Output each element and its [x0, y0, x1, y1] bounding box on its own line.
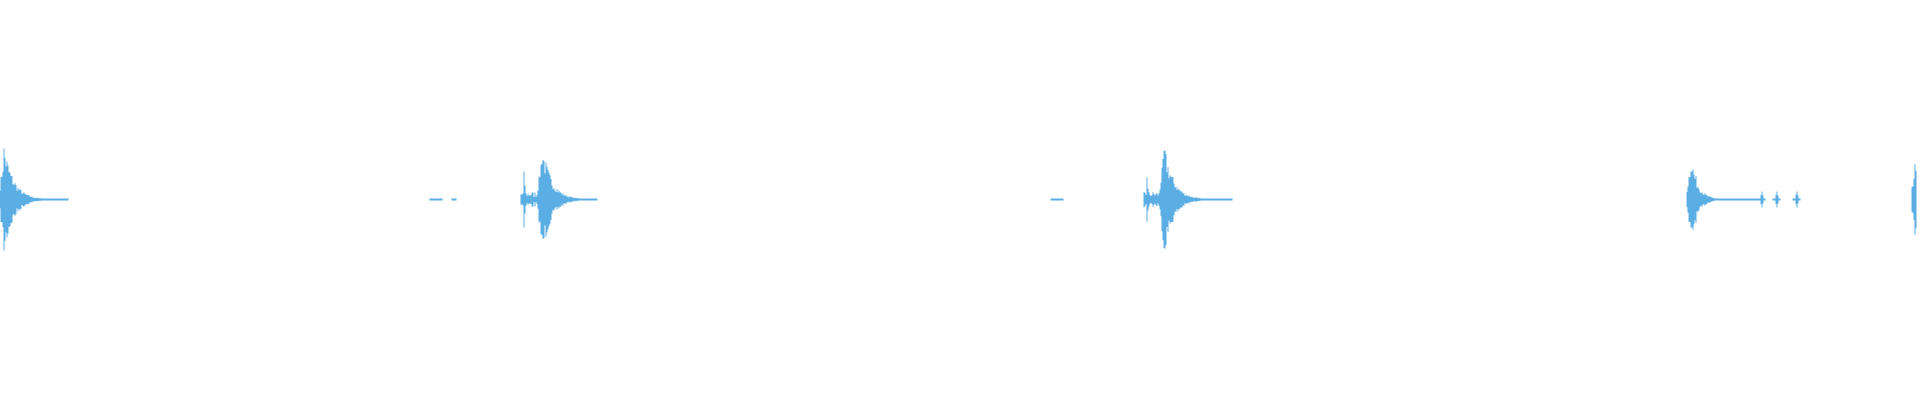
waveform-trace — [0, 148, 1917, 251]
